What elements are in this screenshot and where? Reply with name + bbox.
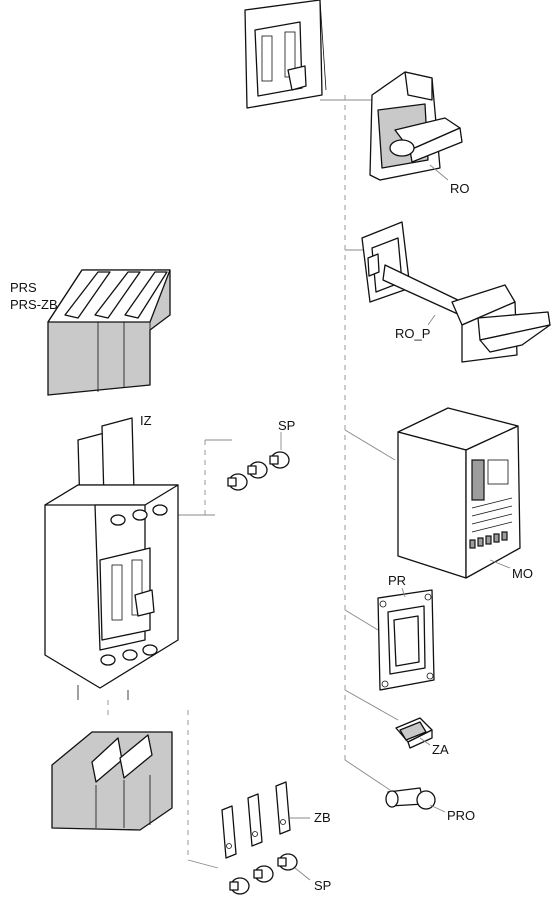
label-pr: PR [388, 573, 406, 588]
label-za: ZA [432, 742, 449, 757]
clip-za [395, 717, 433, 749]
label-ro: RO [450, 181, 470, 196]
motor-operator-mo [397, 407, 521, 579]
label-prs: PRS [10, 280, 37, 295]
label-sp-top: SP [278, 418, 295, 433]
terminal-bars-zb [221, 781, 291, 859]
screws-sp-top [227, 451, 290, 491]
construction-lines [107, 95, 399, 869]
gasket-frame-pr [377, 589, 435, 691]
screws-sp-bottom [229, 853, 298, 895]
label-zb: ZB [314, 810, 331, 825]
pin-pro [385, 787, 436, 810]
extended-handle-ro-p [361, 221, 551, 363]
label-pro: PRO [447, 808, 475, 823]
label-mo: MO [512, 566, 533, 581]
label-ro-p: RO_P [395, 326, 430, 341]
terminal-cover-prs-zb [51, 731, 173, 831]
rotary-handle-ro [369, 71, 463, 181]
label-iz: IZ [140, 413, 152, 428]
breaker-fragment-top [244, 0, 327, 109]
label-prs-zb: PRS-ZB [10, 297, 58, 312]
label-sp-bottom: SP [314, 878, 331, 893]
label-leaders [280, 164, 511, 881]
circuit-breaker-main [44, 484, 179, 700]
terminal-cover-prs [47, 269, 171, 396]
